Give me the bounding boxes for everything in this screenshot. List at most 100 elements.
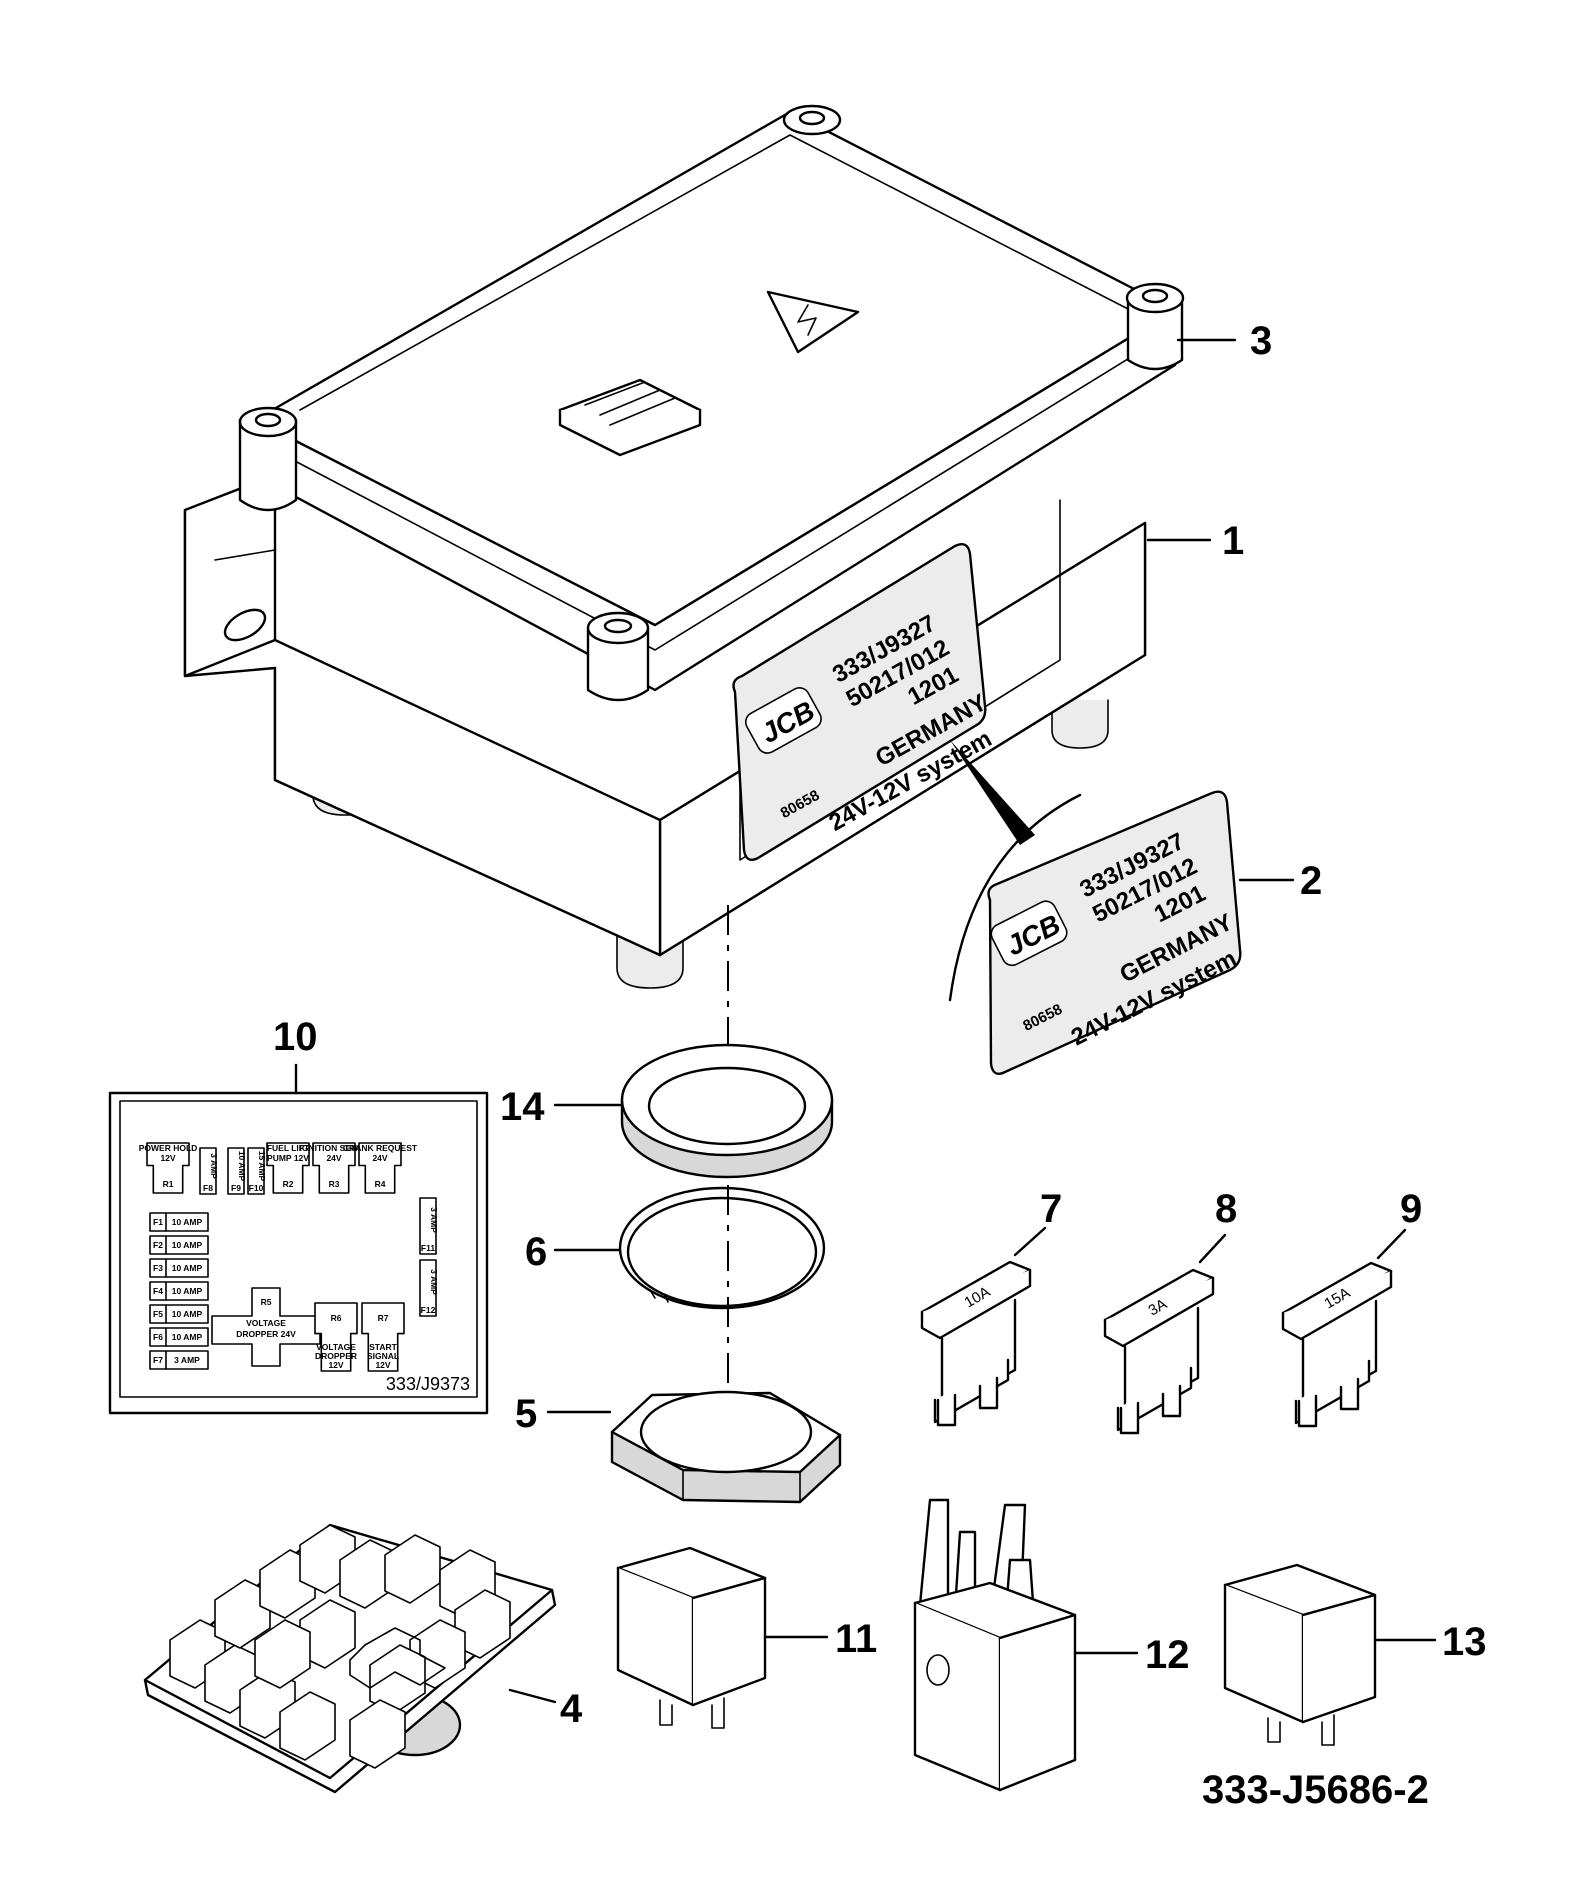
fuse-chart-relay-r1 — [146, 1142, 190, 1194]
fuse-chart-fuse-id-f5: F5 — [153, 1309, 163, 1319]
fuse-chart-relay-volts-r2: PUMP 12V — [267, 1153, 309, 1163]
fuse-chart-relay-r4 — [358, 1142, 402, 1194]
fuse-chart-relay-r6 — [314, 1302, 358, 1372]
fuse-chart-relay-name-r3: IGNITION SENSE — [300, 1143, 369, 1153]
callout-10: 10 — [273, 1015, 318, 1059]
fuse-chart-relay-name2-r7: SIGNAL — [367, 1351, 399, 1361]
fuse-chart-fuse-id-f2: F2 — [153, 1240, 163, 1250]
box-label-plate: JCB 333/J9327 50217/012 1201 GERMANY 806… — [732, 543, 996, 861]
fuse-chart-relay-volts-r7: 12V — [375, 1360, 390, 1370]
fuse-chart-fuse-f6 — [149, 1327, 209, 1347]
fuse-chart-relay-name-r6: VOLTAGE — [316, 1342, 356, 1352]
fuse-chart-fuse-id-f11: F11 — [421, 1243, 435, 1253]
relay-13 — [1223, 1563, 1377, 1746]
callout-3: 3 — [1250, 319, 1272, 363]
fuse-chart-fuse-rating-f5: 10 AMP — [172, 1309, 203, 1319]
callout-4: 4 — [560, 1687, 583, 1731]
hex-nut — [610, 1390, 842, 1504]
fuse-chart-relay-volts-r5: DROPPER 24V — [236, 1329, 296, 1339]
fuse-chart-fuse-f5 — [149, 1304, 209, 1324]
fuse-chart-fuse-f12 — [419, 1259, 437, 1317]
fuse-chart-fuse-id-f12: F12 — [421, 1305, 436, 1315]
leader-lines — [294, 338, 1437, 1704]
fuse-chart-fuse-id-f8: F8 — [203, 1183, 213, 1193]
fuse-chart-relay-r2 — [266, 1142, 310, 1194]
gasket — [620, 1043, 834, 1179]
callout-8: 8 — [1215, 1187, 1237, 1231]
snap-ring — [618, 1186, 826, 1310]
fuse-chart-relay-id-r4: R4 — [375, 1179, 386, 1189]
fuse-chart-relay-volts-r3: 24V — [326, 1153, 341, 1163]
fuse-chart-relay-id-r6: R6 — [331, 1313, 342, 1323]
fuse-chart-fuse-rating-f7: 3 AMP — [174, 1355, 200, 1365]
fuse-chart-relay-id-r7: R7 — [378, 1313, 389, 1323]
fuse-chart-fuse-rating-f10: 15 AMP — [257, 1151, 267, 1182]
fuse-chart-relay-id-r3: R3 — [329, 1179, 340, 1189]
drawing-reference: 333-J5686-2 — [1202, 1768, 1429, 1812]
label-pointer — [950, 740, 1035, 845]
callout-6: 6 — [525, 1230, 547, 1274]
callout-1: 1 — [1222, 519, 1244, 563]
circuit-board — [143, 1523, 557, 1794]
fuse-chart-relay-volts-r4: 24V — [372, 1153, 387, 1163]
fuse-chart-fuse-rating-f6: 10 AMP — [172, 1332, 203, 1342]
fuse-chart-fuse-rating-f9: 10 AMP — [237, 1151, 247, 1182]
fuse-chart-fuse-id-f6: F6 — [153, 1332, 163, 1342]
callout-7: 7 — [1040, 1187, 1062, 1231]
fuse-chart-fuse-f4 — [149, 1281, 209, 1301]
fuse-chart-relay-name-r7: START — [369, 1342, 398, 1352]
fuse-chart-ref: 333/J9373 — [386, 1374, 470, 1394]
callout-13: 13 — [1442, 1620, 1487, 1664]
fuse-chart-fuse-id-f4: F4 — [153, 1286, 163, 1296]
fuse-chart-relay-name2-r6: DROPPER — [315, 1351, 357, 1361]
callout-14: 14 — [500, 1085, 545, 1129]
fuse-chart-relay-id-r1: R1 — [163, 1179, 174, 1189]
relay-11 — [616, 1546, 767, 1729]
fuse-chart-fuse-f2 — [149, 1235, 209, 1255]
fuse-chart-fuse-f10 — [247, 1147, 265, 1195]
label-detail: JCB 333/J9327 50217/012 1201 GERMANY 806… — [948, 790, 1242, 1075]
fuse-chart-fuse-id-f3: F3 — [153, 1263, 163, 1273]
fuse-10a: 10A — [920, 1260, 1032, 1427]
fuse-chart-fuse-rating-f11: 3 AMP — [429, 1207, 439, 1233]
callout-5: 5 — [515, 1392, 537, 1436]
fuse-chart-relay-r7 — [361, 1302, 405, 1372]
fuse-chart-fuse-f9 — [227, 1147, 245, 1195]
fuse-chart-fuse-f3 — [149, 1258, 209, 1278]
fuse-chart-relay-id-r5: R5 — [261, 1297, 272, 1307]
fuse-chart-fuse-id-f10: F10 — [249, 1183, 264, 1193]
fuse-chart-relay-volts-r6: 12V — [328, 1360, 343, 1370]
fuse-chart-relay-name-r2: FUEL LIFT — [267, 1143, 310, 1153]
fuse-chart-fuse-rating-f8: 3 AMP — [209, 1153, 219, 1179]
relay-12 — [913, 1498, 1077, 1792]
fuse-chart-fuse-f11 — [419, 1197, 437, 1255]
fuse-chart-fuse-rating-f4: 10 AMP — [172, 1286, 203, 1296]
fuse-chart-fuse-id-f9: F9 — [231, 1183, 241, 1193]
fuse-chart-relay-r3 — [312, 1142, 356, 1194]
callout-11: 11 — [835, 1617, 877, 1661]
fuse-chart-fuse-rating-f3: 10 AMP — [172, 1263, 203, 1273]
fuse-chart-relay-name-r4: CRANK REQUEST — [343, 1143, 418, 1153]
fuse-chart-fuse-rating-f12: 3 AMP — [429, 1269, 439, 1295]
fuse-rating-3a: 3A — [1146, 1296, 1170, 1320]
fuse-chart-fuse-f1 — [149, 1212, 209, 1232]
fuse-chart-fuse-rating-f1: 10 AMP — [172, 1217, 203, 1227]
callout-9: 9 — [1400, 1187, 1422, 1231]
fuse-chart-relay-name-r5: VOLTAGE — [246, 1318, 286, 1328]
fuse-chart-fuse-rating-f2: 10 AMP — [172, 1240, 203, 1250]
fuse-chart-relay-name-r1: POWER HOLD — [139, 1143, 198, 1153]
fuse-chart-fuse-id-f1: F1 — [153, 1217, 163, 1227]
fuse-chart-relay-id-r2: R2 — [283, 1179, 294, 1189]
fuse-chart-fuse-f8 — [199, 1147, 217, 1195]
fuse-chart-fuse-f7 — [149, 1350, 209, 1370]
callout-2: 2 — [1300, 859, 1322, 903]
fuse-15a: 15A — [1281, 1261, 1393, 1428]
jcb-logo — [744, 687, 822, 754]
callout-12: 12 — [1145, 1633, 1190, 1677]
control-box: JCB 333/J9327 50217/012 1201 GERMANY 806… — [183, 104, 1185, 989]
fuse-3a: 3A — [1103, 1268, 1215, 1435]
fuse-chart-relay-r5 — [211, 1287, 321, 1367]
fuse-chart-fuse-id-f7: F7 — [153, 1355, 163, 1365]
